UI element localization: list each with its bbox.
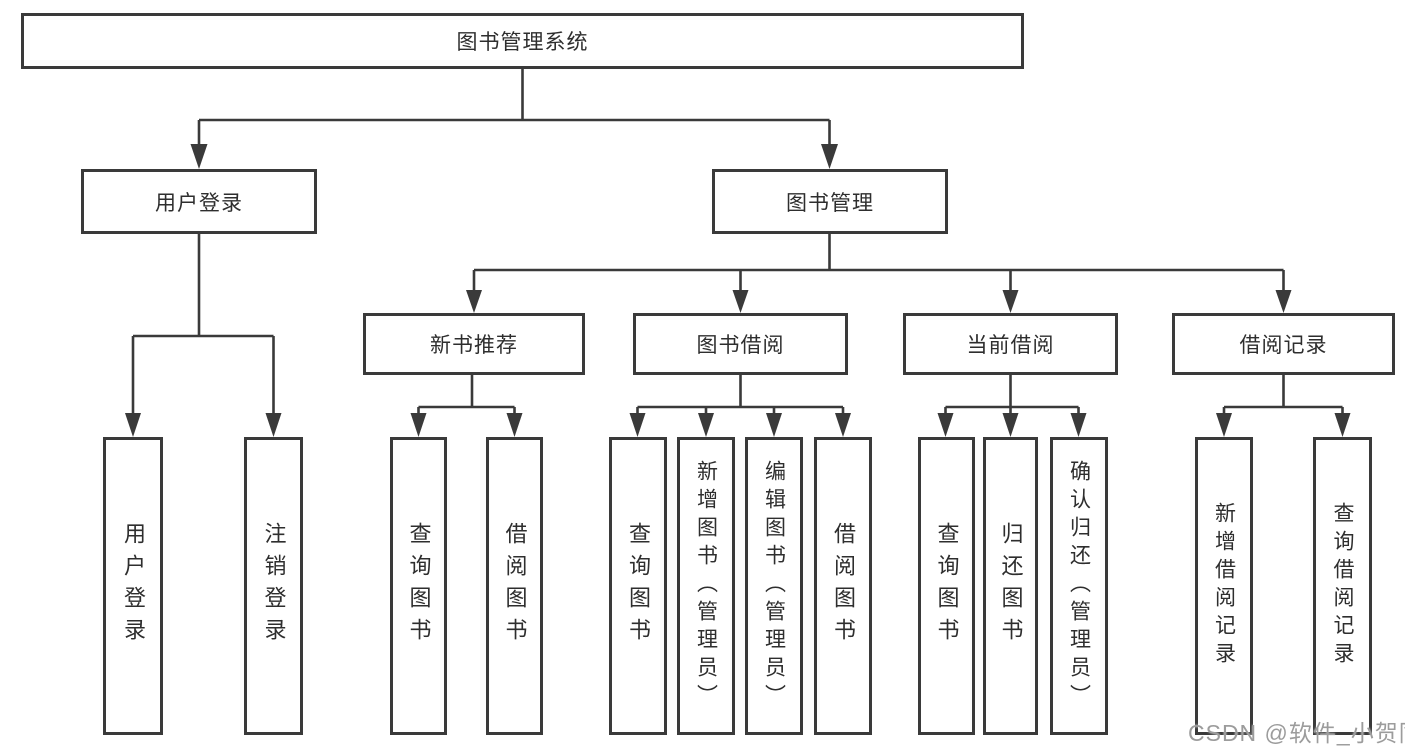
leaf-confirm-return-admin-label: 确认归还（管理员） [1067, 460, 1091, 712]
leaf-edit-books-admin-label: 编辑图书（管理员） [762, 460, 786, 712]
leaf-add-books-admin-label: 新增图书（管理员） [694, 460, 718, 712]
leaf-query-books-borrow-label: 查询图书 [626, 522, 651, 650]
connector-bookborrow-to-leaves [636, 375, 845, 417]
node-borrow-records-label: 借阅记录 [1239, 334, 1328, 357]
node-book-management-label: 图书管理 [786, 191, 874, 215]
leaf-add-books-admin: 新增图书（管理员） [677, 437, 735, 735]
node-book-management: 图书管理 [712, 169, 948, 234]
arrowheads [125, 144, 1351, 437]
leaf-user-login-label: 用户登录 [121, 522, 146, 650]
connector-bookmgmt-to-level3 [472, 234, 1285, 292]
leaf-borrow-books: 借阅图书 [814, 437, 872, 735]
leaf-add-borrow-record: 新增借阅记录 [1195, 437, 1253, 735]
node-current-borrow-label: 当前借阅 [966, 334, 1055, 357]
leaf-query-borrow-record: 查询借阅记录 [1313, 437, 1372, 735]
connector-currentborrow-to-leaves [944, 375, 1080, 417]
node-user-login-label: 用户登录 [155, 191, 243, 215]
node-root-library-system: 图书管理系统 [21, 13, 1024, 69]
leaf-logout-label: 注销登录 [261, 522, 287, 650]
leaf-edit-books-admin: 编辑图书（管理员） [745, 437, 803, 735]
leaf-query-borrow-record-label: 查询借阅记录 [1331, 502, 1354, 670]
leaf-add-borrow-record-label: 新增借阅记录 [1212, 502, 1236, 670]
leaf-borrow-books-recommend: 借阅图书 [486, 437, 543, 735]
node-borrow-records: 借阅记录 [1172, 313, 1395, 375]
connector-records-to-leaves [1222, 375, 1344, 417]
leaf-borrow-books-recommend-label: 借阅图书 [502, 522, 528, 650]
leaf-query-books-borrow: 查询图书 [609, 437, 667, 735]
leaf-query-books-current-label: 查询图书 [934, 522, 960, 650]
leaf-confirm-return-admin: 确认归还（管理员） [1050, 437, 1108, 735]
node-root-label: 图书管理系统 [456, 31, 589, 54]
leaf-user-login: 用户登录 [103, 437, 163, 735]
leaf-query-books-recommend-label: 查询图书 [406, 522, 432, 650]
leaf-query-books-current: 查询图书 [918, 437, 975, 735]
connector-newbook-to-leaves [417, 375, 516, 417]
node-new-book-recommend: 新书推荐 [363, 313, 585, 375]
connector-root-to-level2 [197, 69, 831, 148]
node-user-login: 用户登录 [81, 169, 317, 234]
leaf-borrow-books-label: 借阅图书 [831, 522, 856, 650]
node-book-borrow-label: 图书借阅 [696, 334, 785, 357]
node-new-book-recommend-label: 新书推荐 [430, 334, 518, 357]
leaf-logout: 注销登录 [244, 437, 303, 735]
leaf-query-books-recommend: 查询图书 [390, 437, 447, 735]
watermark-text: CSDN @软件_小贺同学 [1188, 720, 1405, 746]
node-book-borrow: 图书借阅 [633, 313, 848, 375]
leaf-return-books-label: 归还图书 [998, 522, 1024, 650]
leaf-return-books: 归还图书 [983, 437, 1038, 735]
node-current-borrow: 当前借阅 [903, 313, 1118, 375]
connector-userlogin-to-leaves [131, 234, 275, 416]
